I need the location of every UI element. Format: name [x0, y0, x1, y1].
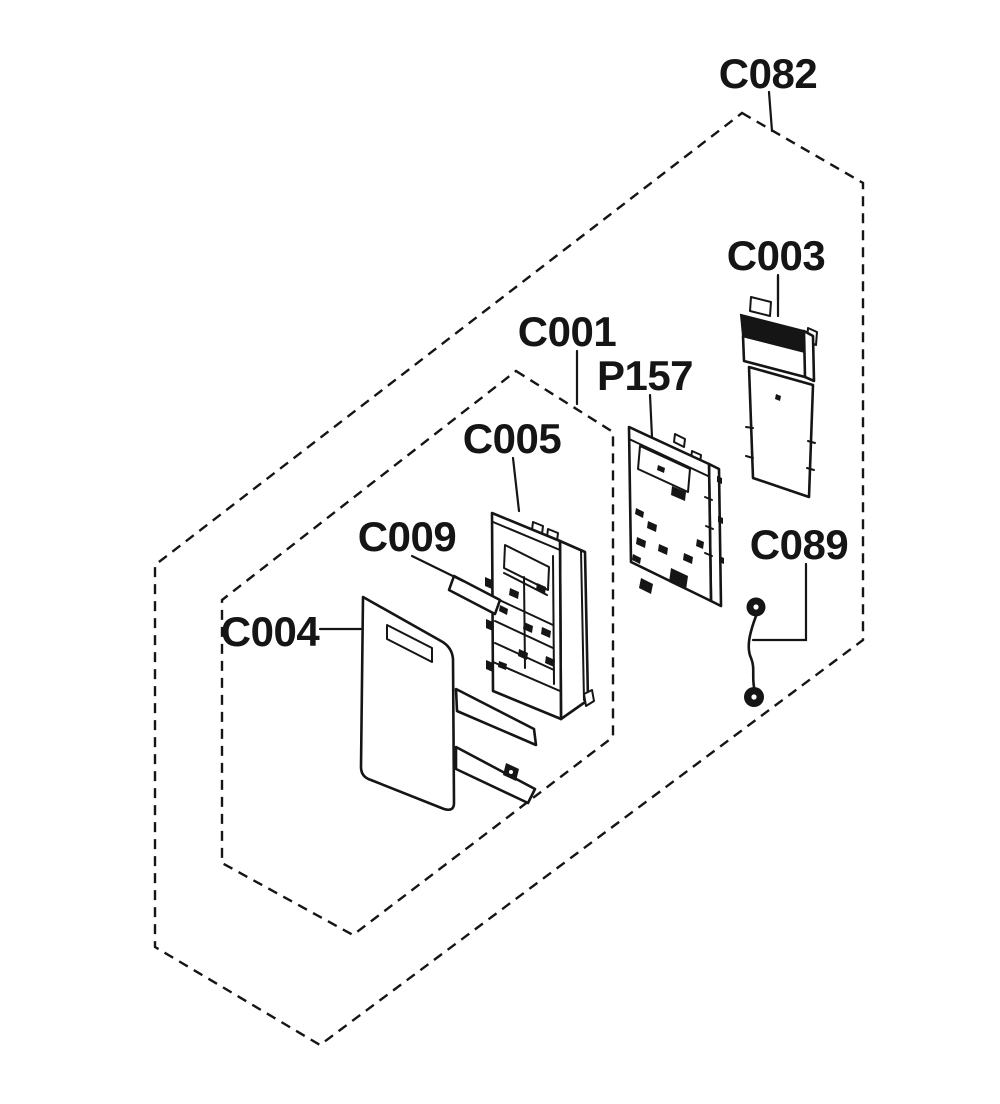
- c003-board-ticks: [745, 426, 816, 471]
- c003-top-tab: [749, 296, 772, 317]
- part-c005-key-panel: [485, 511, 595, 721]
- c004-flex-tail-upper: [454, 687, 538, 747]
- c003-board-dot: [775, 394, 781, 401]
- label-c082: C082: [719, 50, 818, 133]
- part-label-p157: P157: [597, 352, 693, 399]
- part-label-c005: C005: [463, 415, 562, 462]
- c005-top-band: [492, 521, 561, 551]
- outer-assembly-outline: [153, 111, 865, 1047]
- p157-edge-tick-3: [704, 552, 713, 557]
- c005-side-edge: [580, 549, 585, 701]
- label-p157: P157: [597, 352, 694, 439]
- c005-grid-row-1: [494, 597, 554, 626]
- c004-sheet-body: [359, 595, 456, 812]
- p157-component-marks: [632, 465, 704, 594]
- p157-top-tab-1: [673, 433, 686, 448]
- leader-line-c082: [767, 90, 774, 133]
- c005-grid-row-2: [494, 620, 554, 649]
- inner-assembly-outline: [220, 369, 615, 937]
- label-c009: C009: [358, 513, 465, 583]
- part-label-c082: C082: [719, 50, 817, 97]
- c005-component-marks: [485, 577, 555, 672]
- c089-connector-top-pin: [753, 604, 759, 610]
- c003-board: [747, 365, 815, 499]
- c089-wire: [747, 614, 758, 689]
- part-label-c009: C009: [358, 513, 456, 560]
- c009-strip: [447, 574, 502, 616]
- p157-edge-tick-1: [704, 496, 713, 501]
- label-c003: C003: [727, 232, 826, 302]
- p157-side-ticks: [717, 476, 724, 564]
- part-label-c089: C089: [750, 521, 848, 568]
- p157-top-band: [628, 438, 709, 477]
- c003-display-end-cap: [802, 329, 816, 383]
- leader-line-c009: [410, 554, 465, 583]
- part-p157-circuit-board: [627, 425, 724, 608]
- leader-line-p157: [648, 393, 654, 439]
- part-c003-display-module: [739, 274, 818, 499]
- part-label-c003: C003: [727, 232, 825, 279]
- c004-tail-connector-pin: [509, 770, 513, 774]
- label-c089: C089: [750, 521, 849, 642]
- c005-front-face: [490, 511, 563, 721]
- c005-side-foot: [583, 689, 595, 707]
- label-c004: C004: [221, 608, 363, 655]
- label-c005: C005: [463, 415, 562, 513]
- leader-line-c005: [511, 456, 521, 513]
- c089-connector-bottom-pin: [751, 694, 757, 700]
- label-c001: C001: [518, 308, 617, 406]
- part-label-c004: C004: [221, 608, 321, 655]
- c004-flex-tail-lower: [454, 745, 537, 805]
- part-c004-membrane-sheet: [359, 595, 538, 812]
- c005-display-window: [503, 544, 550, 591]
- part-c009-flat-cable: [447, 574, 502, 616]
- c004-display-window: [386, 624, 433, 663]
- leader-line-c089: [751, 562, 808, 642]
- p157-edge-tick-2: [705, 525, 714, 530]
- part-label-c001: C001: [518, 308, 617, 355]
- part-c089-jumper-wire: [744, 597, 766, 707]
